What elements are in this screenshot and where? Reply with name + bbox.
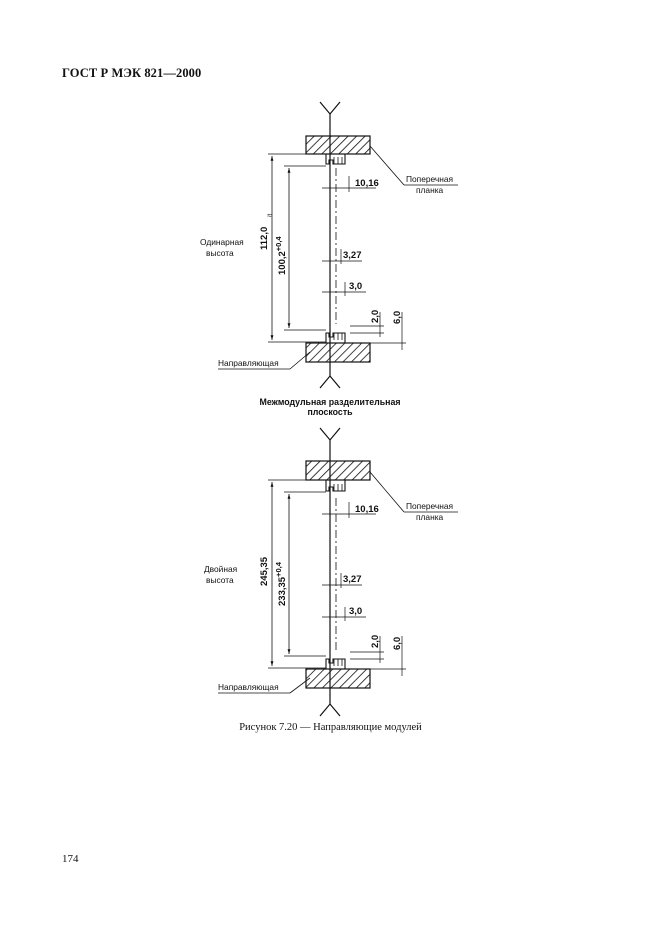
bottom-crossbar: [305, 668, 371, 689]
top-crossbar: [305, 135, 371, 155]
interface-plane-label-line1: Межмодульная разделительная: [260, 397, 401, 407]
document-header: ГОСТ Р МЭК 821—2000: [62, 66, 202, 80]
dim-3-0: 3,0: [349, 606, 362, 617]
guide-label: Направляющая: [218, 358, 279, 368]
height-label-line1: Одинарная: [200, 237, 244, 247]
dim-10-16: 10,16: [355, 504, 379, 515]
dim-6-0: 6,0: [392, 637, 403, 650]
dim-2-0: 2,0: [370, 635, 381, 648]
svg-text:233,35+0,4: 233,35+0,4: [274, 561, 288, 606]
dim-3-0: 3,0: [349, 281, 362, 292]
dim-3-27: 3,27: [343, 574, 362, 585]
dim-2-0: 2,0: [370, 310, 381, 323]
guide-label: Направляющая: [218, 682, 279, 692]
dim-inner-height: 100,2: [277, 251, 288, 275]
panel-single-height: 112,0 100,2+0,4 ≈ 10,16 3,27 3,0 2,0 6,0: [200, 101, 458, 389]
dim-6-0: 6,0: [392, 311, 403, 324]
bottom-crossbar: [305, 342, 371, 363]
page-number: 174: [62, 853, 79, 865]
height-label-line1: Двойная: [204, 564, 237, 574]
top-crossbar: [305, 460, 371, 481]
dim-inner-tolerance: +0,4: [274, 561, 283, 577]
dim-outer-height: 245,35: [259, 556, 270, 586]
panel-double-height: 245,35 233,35+0,4 10,16 3,27 3,0 2,0 6,0…: [204, 427, 458, 717]
dim-10-16: 10,16: [355, 178, 379, 189]
height-label-line2: высота: [206, 248, 234, 258]
interface-plane-label-line2: плоскость: [307, 407, 353, 417]
svg-text:100,2+0,4: 100,2+0,4: [274, 236, 288, 275]
crossbar-label-line2: планка: [416, 512, 444, 522]
crossbar-label-line1: Поперечная: [406, 501, 453, 511]
figure-caption: Рисунок 7.20 — Направляющие модулей: [239, 722, 422, 733]
dim-3-27: 3,27: [343, 250, 362, 261]
dim-inner-height: 233,35: [277, 576, 288, 606]
crossbar-label-line2: планка: [416, 185, 444, 195]
crossbar-label-line1: Поперечная: [406, 174, 453, 184]
svg-text:≈: ≈: [267, 210, 272, 220]
dim-outer-height: 112,0: [259, 227, 270, 250]
dim-inner-tolerance: +0,4: [274, 236, 283, 252]
height-label-line2: высота: [206, 575, 234, 585]
